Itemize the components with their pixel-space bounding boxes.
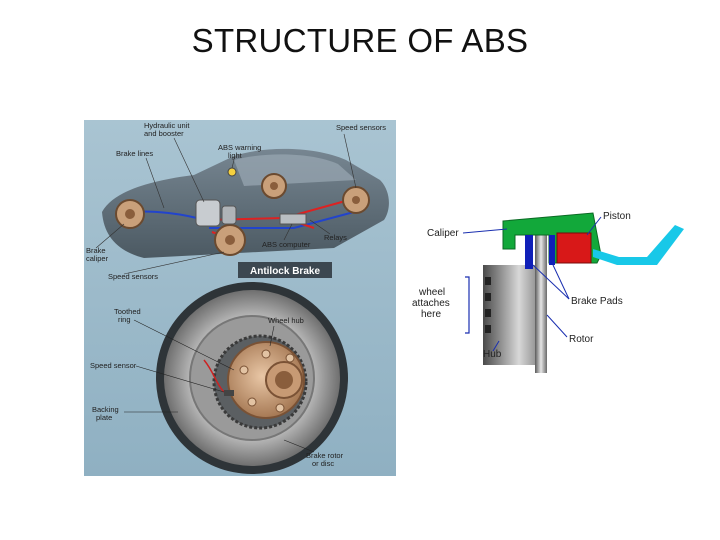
label-toothed-ring-1: Toothed [114, 307, 141, 316]
piston [556, 232, 592, 264]
label-brake-rotor-1: Brake rotor [306, 451, 344, 460]
sensor-wire [203, 359, 225, 393]
hub-studs [485, 277, 491, 333]
label-backing-plate-2: plate [96, 413, 112, 422]
label-toothed-ring-2: ring [118, 315, 131, 324]
label-abs-warning-1: ABS warning [218, 143, 261, 152]
label-speed-sensors-top: Speed sensors [336, 123, 386, 132]
label-caliper: Caliper [427, 228, 459, 239]
label-wheel-1: wheel [418, 287, 445, 298]
hydraulic-unit [195, 199, 237, 227]
label-brake-rotor-2: or disc [312, 459, 334, 468]
label-brake-caliper-1: Brake [86, 246, 106, 255]
label-hydraulic-unit-1: Hydraulic unit [144, 121, 190, 130]
label-hydraulic-unit-2: and booster [144, 129, 184, 138]
label-rotor: Rotor [569, 334, 594, 345]
label-speed-sensor: Speed sensor [90, 361, 137, 370]
abs-computer [279, 213, 307, 225]
hub [483, 265, 543, 365]
disc-labels: Toothed ring Wheel hub Speed sensor Back… [90, 307, 344, 468]
banner-text: Antilock Brake [250, 266, 320, 277]
label-abs-warning-2: light [228, 151, 243, 160]
label-piston: Piston [603, 211, 631, 222]
label-wheel-3: here [421, 309, 441, 320]
label-brake-caliper-2: caliper [86, 254, 109, 263]
front-left-wheel [115, 199, 145, 229]
label-hub: Hub [483, 349, 502, 360]
brake-disc-assembly [156, 282, 348, 474]
car-labels: Hydraulic unit and booster Speed sensors… [86, 121, 386, 281]
page-title: STRUCTURE OF ABS [191, 22, 529, 59]
caliper-cross-section: Piston Caliper wheel attaches here Brake… [412, 211, 684, 373]
car-leader-lines [95, 133, 357, 275]
label-speed-sensors-bottom: Speed sensors [108, 272, 158, 281]
abs-cutaway-illustration: Hydraulic unit and booster Speed sensors… [84, 120, 396, 476]
label-brake-lines: Brake lines [116, 149, 153, 158]
caliper-leader-lines [462, 216, 602, 352]
front-right-wheel [214, 224, 246, 256]
rear-right-wheel [342, 186, 370, 214]
antilock-brake-banner: Antilock Brake [238, 262, 332, 278]
label-brake-pads: Brake Pads [571, 296, 623, 307]
label-wheel-2: attaches [412, 298, 450, 309]
outer-brake-pad [549, 235, 555, 265]
hydraulic-line [593, 225, 684, 265]
abs-warning-light [227, 167, 237, 177]
caliper-labels: Piston Caliper wheel attaches here Brake… [412, 211, 631, 360]
label-abs-computer: ABS computer [262, 240, 311, 249]
label-relays: Relays [324, 233, 347, 242]
rear-left-wheel [261, 173, 287, 199]
speed-sensor [224, 390, 234, 396]
disc-leader-lines [124, 319, 315, 453]
rotor [535, 227, 547, 373]
label-backing-plate-1: Backing [92, 405, 119, 414]
inner-brake-pad [525, 235, 533, 269]
label-wheel-hub: Wheel hub [268, 316, 304, 325]
wheel-bracket [465, 276, 470, 334]
